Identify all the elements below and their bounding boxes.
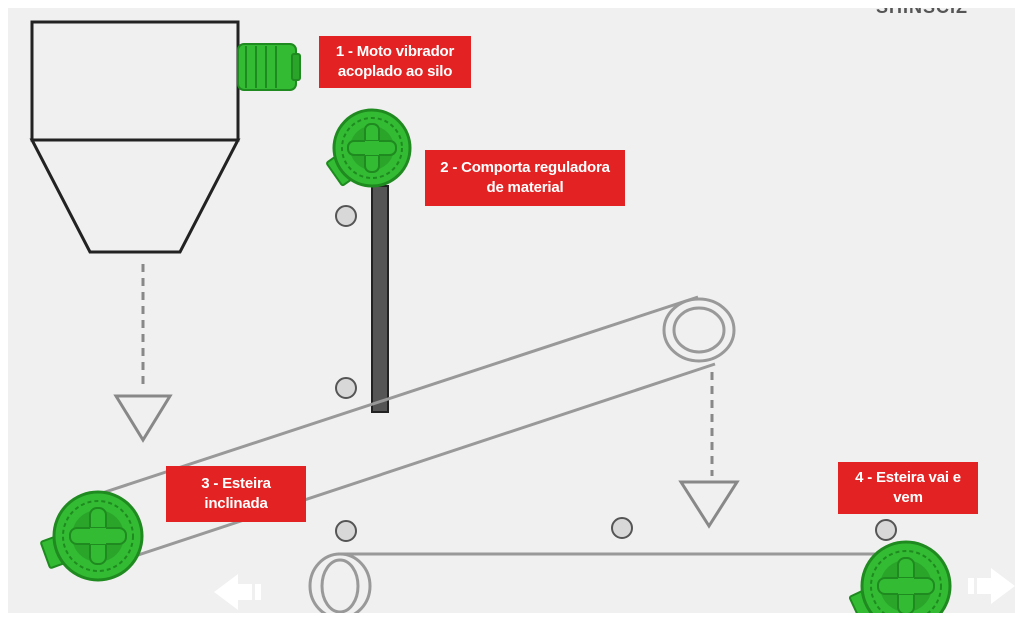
corner-text: SHINSCIZ (876, 8, 968, 18)
sensor-circle-icon (335, 205, 357, 227)
inclined-belt-motor-icon (40, 490, 144, 582)
triangle-down-icon (678, 480, 740, 529)
inclined-belt (92, 295, 736, 567)
label-shuttle-belt: 4 - Esteira vai e vem (838, 462, 978, 514)
label-inclined-belt: 3 - Esteira inclinada (166, 466, 306, 522)
arrow-left-icon (214, 574, 261, 610)
shuttle-belt-motor-icon (848, 540, 952, 613)
sensor-circle-icon (335, 377, 357, 399)
vibrator-motor-icon (237, 43, 301, 91)
label-vibrator-motor: 1 - Moto vibrador acoplado ao silo (319, 36, 471, 88)
diagram-svg (29, 20, 1015, 613)
silo (29, 20, 241, 254)
shuttle-belt (308, 552, 878, 613)
gate-rod (371, 185, 389, 413)
sensor-circle-icon (335, 520, 357, 542)
arrow-right-icon (968, 568, 1015, 604)
label-material-gate: 2 - Comporta reguladora de material (425, 150, 625, 206)
sensor-circle-icon (611, 517, 633, 539)
triangle-down-icon (113, 394, 173, 443)
gate-motor-icon (326, 108, 412, 188)
sensor-circle-icon (875, 519, 897, 541)
process-diagram: SHINSCIZ (8, 8, 1015, 613)
